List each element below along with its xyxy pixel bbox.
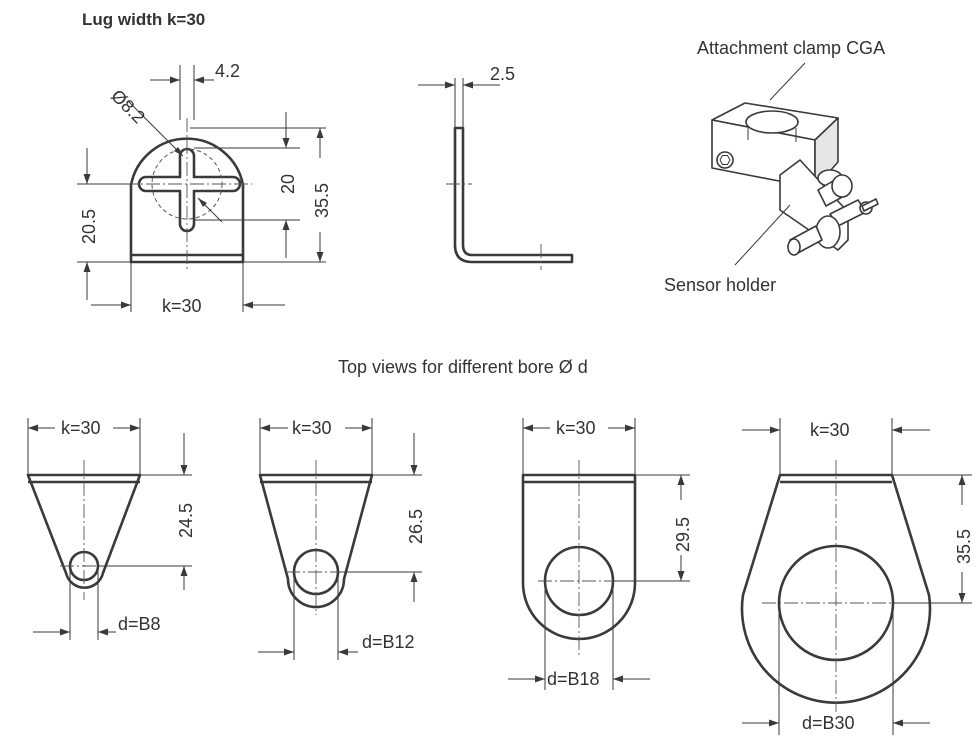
label-sensor-holder: Sensor holder	[664, 275, 776, 295]
dim-width-k30: k=30	[162, 296, 202, 316]
top-view-b18: k=30 29.5 d=B18	[508, 418, 693, 690]
top3-bore: d=B18	[547, 669, 600, 689]
front-view: 4.2 Ø8.2 20.5 20 35.5	[77, 61, 332, 316]
dim-offset-4-2: 4.2	[215, 61, 240, 81]
dim-slot-20: 20	[278, 174, 298, 194]
top-views-heading: Top views for different bore Ø d	[338, 357, 588, 377]
label-attachment-clamp: Attachment clamp CGA	[697, 38, 885, 58]
clamp-illustration: Attachment clamp CGA Sensor holder	[664, 38, 885, 295]
top2-width: k=30	[292, 418, 332, 438]
top3-height: 29.5	[673, 517, 693, 552]
drawing-title: Lug width k=30	[82, 10, 205, 29]
dim-height-20-5: 20.5	[79, 209, 99, 244]
top1-height: 24.5	[176, 503, 196, 538]
top1-width: k=30	[61, 418, 101, 438]
top4-height: 35.5	[954, 529, 974, 564]
top1-bore: d=B8	[118, 614, 161, 634]
dim-height-35-5: 35.5	[312, 183, 332, 218]
top2-height: 26.5	[406, 509, 426, 544]
top-view-b12: k=30 26.5 d=B12	[258, 418, 426, 660]
top4-width: k=30	[810, 420, 850, 440]
top3-width: k=30	[556, 418, 596, 438]
top2-bore: d=B12	[362, 632, 415, 652]
dim-thickness: 2.5	[490, 64, 515, 84]
dim-hole-diameter: Ø8.2	[107, 86, 149, 128]
side-view: 2.5	[418, 64, 574, 270]
top-view-b8: k=30 24.5 d=B8	[26, 418, 196, 640]
top4-bore: d=B30	[802, 713, 855, 733]
top-view-b30: k=30 35.5 d=B30	[740, 418, 974, 735]
